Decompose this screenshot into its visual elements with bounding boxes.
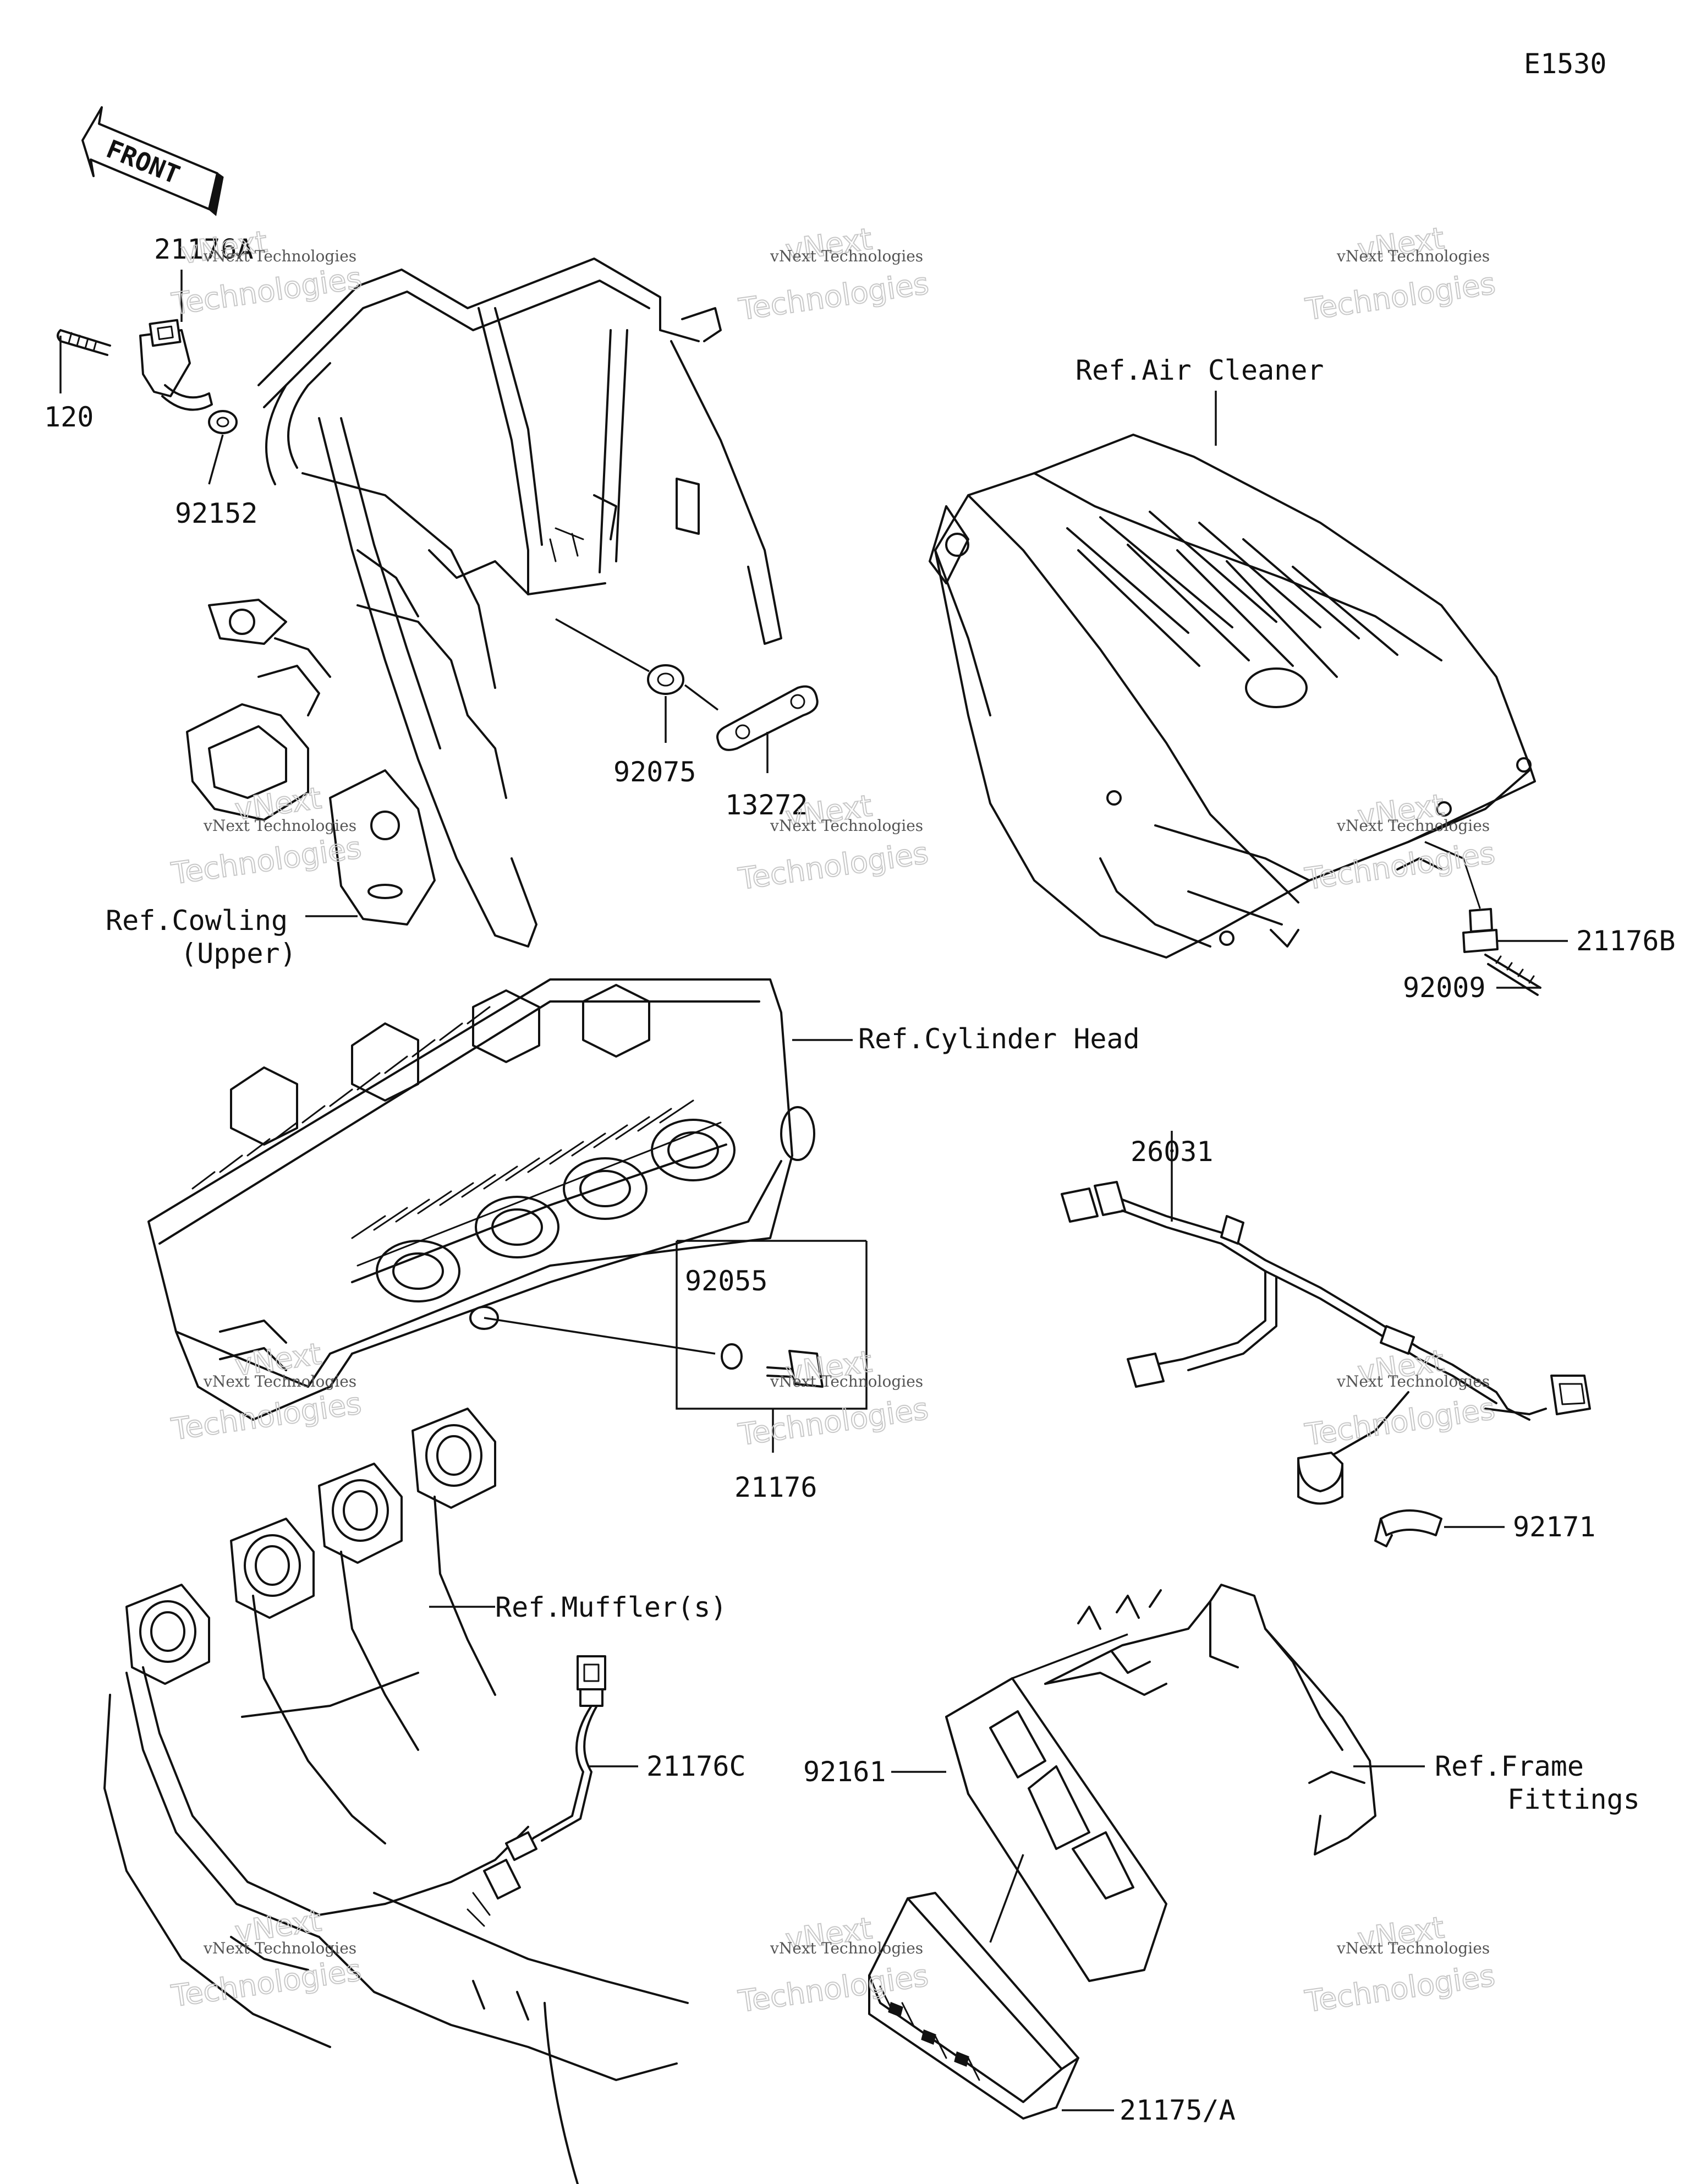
diagram-code: E1530 (1524, 48, 1607, 80)
label-21176[interactable]: 21176 (734, 1471, 817, 1503)
svg-text:Technologies: Technologies (169, 261, 364, 322)
label-92161[interactable]: 92161 (803, 1756, 886, 1788)
leader-lines (59, 270, 1568, 1767)
svg-text:vNext Technologies: vNext Technologies (203, 247, 356, 265)
svg-text:Technologies: Technologies (169, 830, 363, 891)
part-labels: 21176A 120 92152 92075 13272 Ref.Cowling… (44, 233, 1676, 2126)
watermark-8: vNext Technologies vNext Technologies (736, 1343, 931, 1453)
label-26031[interactable]: 26031 (1131, 1136, 1214, 1168)
label-13272[interactable]: 13272 (725, 789, 808, 821)
svg-text:Technologies: Technologies (736, 1391, 930, 1452)
frame-fittings-drawing (1044, 1584, 1376, 1855)
svg-text:Technologies: Technologies (1303, 1958, 1497, 2019)
watermark-6: vNext Technologies vNext Technologies (1302, 787, 1497, 897)
label-ref-frame[interactable]: Ref.Frame (1435, 1750, 1584, 1782)
label-21176C[interactable]: 21176C (646, 1750, 746, 1782)
label-ref-mufflers[interactable]: Ref.Muffler(s) (495, 1591, 727, 1623)
svg-text:vNext Technologies: vNext Technologies (1336, 1372, 1490, 1391)
watermark-12: vNext Technologies vNext Technologies (1302, 1909, 1497, 2019)
plate-13272-drawing (684, 684, 819, 751)
grommet-92075-drawing (555, 618, 684, 695)
svg-text:vNext Technologies: vNext Technologies (770, 247, 923, 265)
watermark-4: vNext Technologies vNext Technologies (168, 780, 364, 892)
svg-text:vNext Technologies: vNext Technologies (1336, 247, 1490, 265)
label-21176A[interactable]: 21176A (154, 233, 254, 265)
watermark-9: vNext Technologies vNext Technologies (1302, 1343, 1497, 1453)
svg-text:vNext Technologies: vNext Technologies (203, 1372, 356, 1391)
label-21176B[interactable]: 21176B (1576, 925, 1676, 957)
svg-text:vNext Technologies: vNext Technologies (1336, 817, 1490, 835)
label-21175A[interactable]: 21175/A (1120, 2094, 1236, 2126)
sensor-21176B-drawing (1424, 841, 1541, 996)
ecu-21175A-drawing (868, 1854, 1114, 2120)
svg-text:vNext Technologies: vNext Technologies (770, 817, 923, 835)
front-arrow-icon: FRONT (81, 106, 224, 216)
label-92075[interactable]: 92075 (613, 756, 696, 788)
air-cleaner-drawing (929, 434, 1536, 959)
cylinder-head-drawing (147, 978, 815, 1421)
label-92009[interactable]: 92009 (1403, 972, 1486, 1004)
label-ref-frame-fittings[interactable]: Fittings (1507, 1783, 1640, 1815)
label-92171[interactable]: 92171 (1513, 1511, 1596, 1543)
svg-text:vNext Technologies: vNext Technologies (203, 817, 356, 835)
label-ref-cylinder-head[interactable]: Ref.Cylinder Head (858, 1023, 1140, 1055)
svg-text:Technologies: Technologies (169, 1386, 363, 1447)
svg-text:Technologies: Technologies (737, 266, 931, 327)
exhaust-headers-drawing (103, 1408, 689, 2184)
svg-text:Technologies: Technologies (736, 835, 930, 896)
label-92055[interactable]: 92055 (685, 1265, 768, 1297)
label-120[interactable]: 120 (44, 401, 94, 433)
label-92152[interactable]: 92152 (175, 497, 258, 529)
label-ref-cowling[interactable]: Ref.Cowling (106, 905, 288, 937)
cowling-bracket-drawing (186, 258, 782, 948)
watermark-2: vNext Technologies vNext Technologies (736, 221, 931, 327)
sensor-21176-group (676, 1240, 868, 1453)
svg-text:Technologies: Technologies (169, 1953, 363, 2014)
svg-text:vNext Technologies: vNext Technologies (770, 1939, 923, 1957)
leader-cyl-92055 (484, 1317, 716, 1355)
svg-text:vNext Technologies: vNext Technologies (203, 1939, 356, 1957)
label-ref-air-cleaner[interactable]: Ref.Air Cleaner (1076, 354, 1324, 386)
svg-text:vNext Technologies: vNext Technologies (1336, 1939, 1490, 1957)
watermark-1: vNext Technologies vNext Technologies (169, 223, 364, 322)
sensor-21176C-drawing (467, 1655, 638, 1927)
clamp-92171-drawing (1374, 1509, 1505, 1547)
watermark-3: vNext Technologies vNext Technologies (1303, 220, 1498, 327)
svg-text:Technologies: Technologies (1303, 266, 1497, 327)
svg-text:vNext Technologies: vNext Technologies (770, 1372, 923, 1391)
ecu-cover-92161-drawing (891, 1633, 1167, 1982)
harness-26031-drawing (1061, 1131, 1591, 1505)
label-ref-cowling-upper[interactable]: (Upper) (180, 938, 297, 970)
sensor-21176A-drawing (57, 319, 238, 434)
